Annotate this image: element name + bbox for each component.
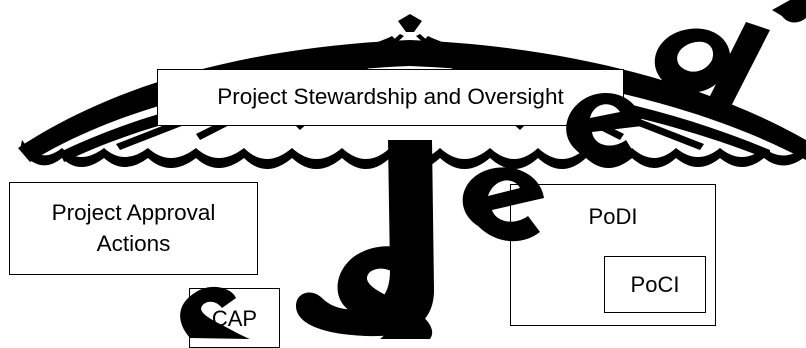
project-approval-line1: Project Approval [51, 200, 216, 226]
project-approval-label: Project Approval Actions [52, 198, 216, 259]
podi-label: PoDI [588, 204, 638, 229]
cap-box: CAP [189, 288, 280, 348]
stewardship-oversight-label: Project Stewardship and Oversight [217, 84, 564, 110]
cap-label: CAP [211, 306, 258, 331]
stewardship-oversight-box: Project Stewardship and Oversight [157, 69, 624, 126]
project-approval-line2: Actions [96, 230, 171, 256]
diagram-canvas: Project Stewardship and Oversight Projec… [9, 0, 806, 348]
project-approval-box: Project Approval Actions [9, 182, 258, 275]
poci-box: PoCI [604, 256, 706, 313]
podi-box: PoDI [510, 184, 716, 326]
umbrella-handle [296, 140, 434, 337]
poci-label: PoCI [630, 271, 680, 297]
